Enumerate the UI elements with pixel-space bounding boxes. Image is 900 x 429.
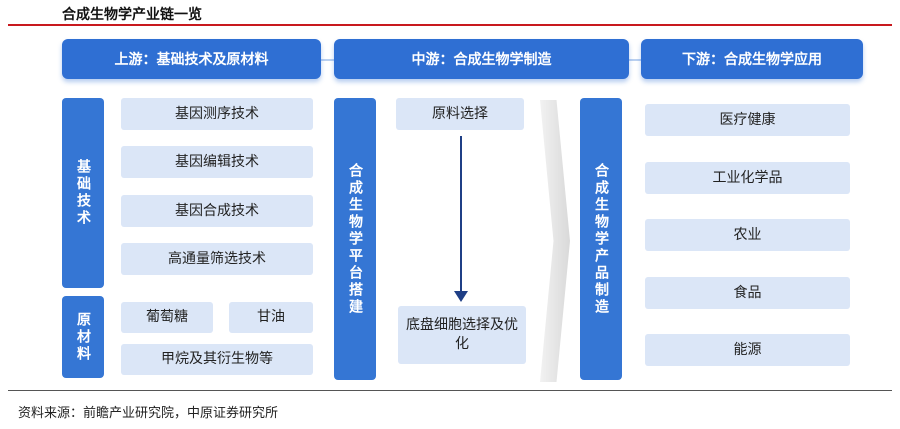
page-title: 合成生物学产业链一览 [62, 7, 202, 23]
tech-category-text: 基础技术 [75, 159, 91, 227]
product-text: 合成生物学产品制造 [593, 162, 609, 316]
flow-arrow [460, 136, 462, 294]
application-item: 医疗健康 [645, 104, 850, 136]
step-chassis-cell: 底盘细胞选择及优化 [398, 306, 526, 364]
arrow-down-icon [454, 291, 468, 302]
material-item: 葡萄糖 [121, 302, 213, 333]
tech-item: 基因合成技术 [121, 195, 313, 227]
material-item: 甘油 [229, 302, 313, 333]
chevron-right-icon [540, 100, 570, 382]
header-downstream: 下游：合成生物学应用 [641, 39, 863, 79]
application-item: 工业化学品 [645, 162, 850, 194]
header-connector [627, 59, 643, 61]
material-category-text: 原材料 [75, 311, 91, 363]
header-upstream: 上游：基础技术及原材料 [62, 39, 321, 79]
platform-label: 合成生物学平台搭建 [334, 98, 376, 380]
step-raw-material: 原料选择 [396, 98, 524, 130]
bottom-rule [8, 390, 892, 391]
platform-text: 合成生物学平台搭建 [347, 162, 363, 316]
title-rule [8, 24, 892, 26]
application-item: 农业 [645, 219, 850, 251]
tech-item: 基因编辑技术 [121, 146, 313, 178]
application-item: 能源 [645, 334, 850, 366]
application-item: 食品 [645, 277, 850, 309]
tech-item: 高通量筛选技术 [121, 243, 313, 275]
product-label: 合成生物学产品制造 [580, 98, 622, 380]
source-note: 资料来源：前瞻产业研究院，中原证券研究所 [18, 406, 279, 421]
tech-item: 基因测序技术 [121, 98, 313, 130]
tech-category-label: 基础技术 [62, 98, 104, 288]
header-midstream: 中游：合成生物学制造 [334, 39, 629, 79]
material-category-label: 原材料 [62, 296, 104, 378]
header-connector [320, 59, 338, 61]
material-item: 甲烷及其衍生物等 [121, 344, 313, 375]
